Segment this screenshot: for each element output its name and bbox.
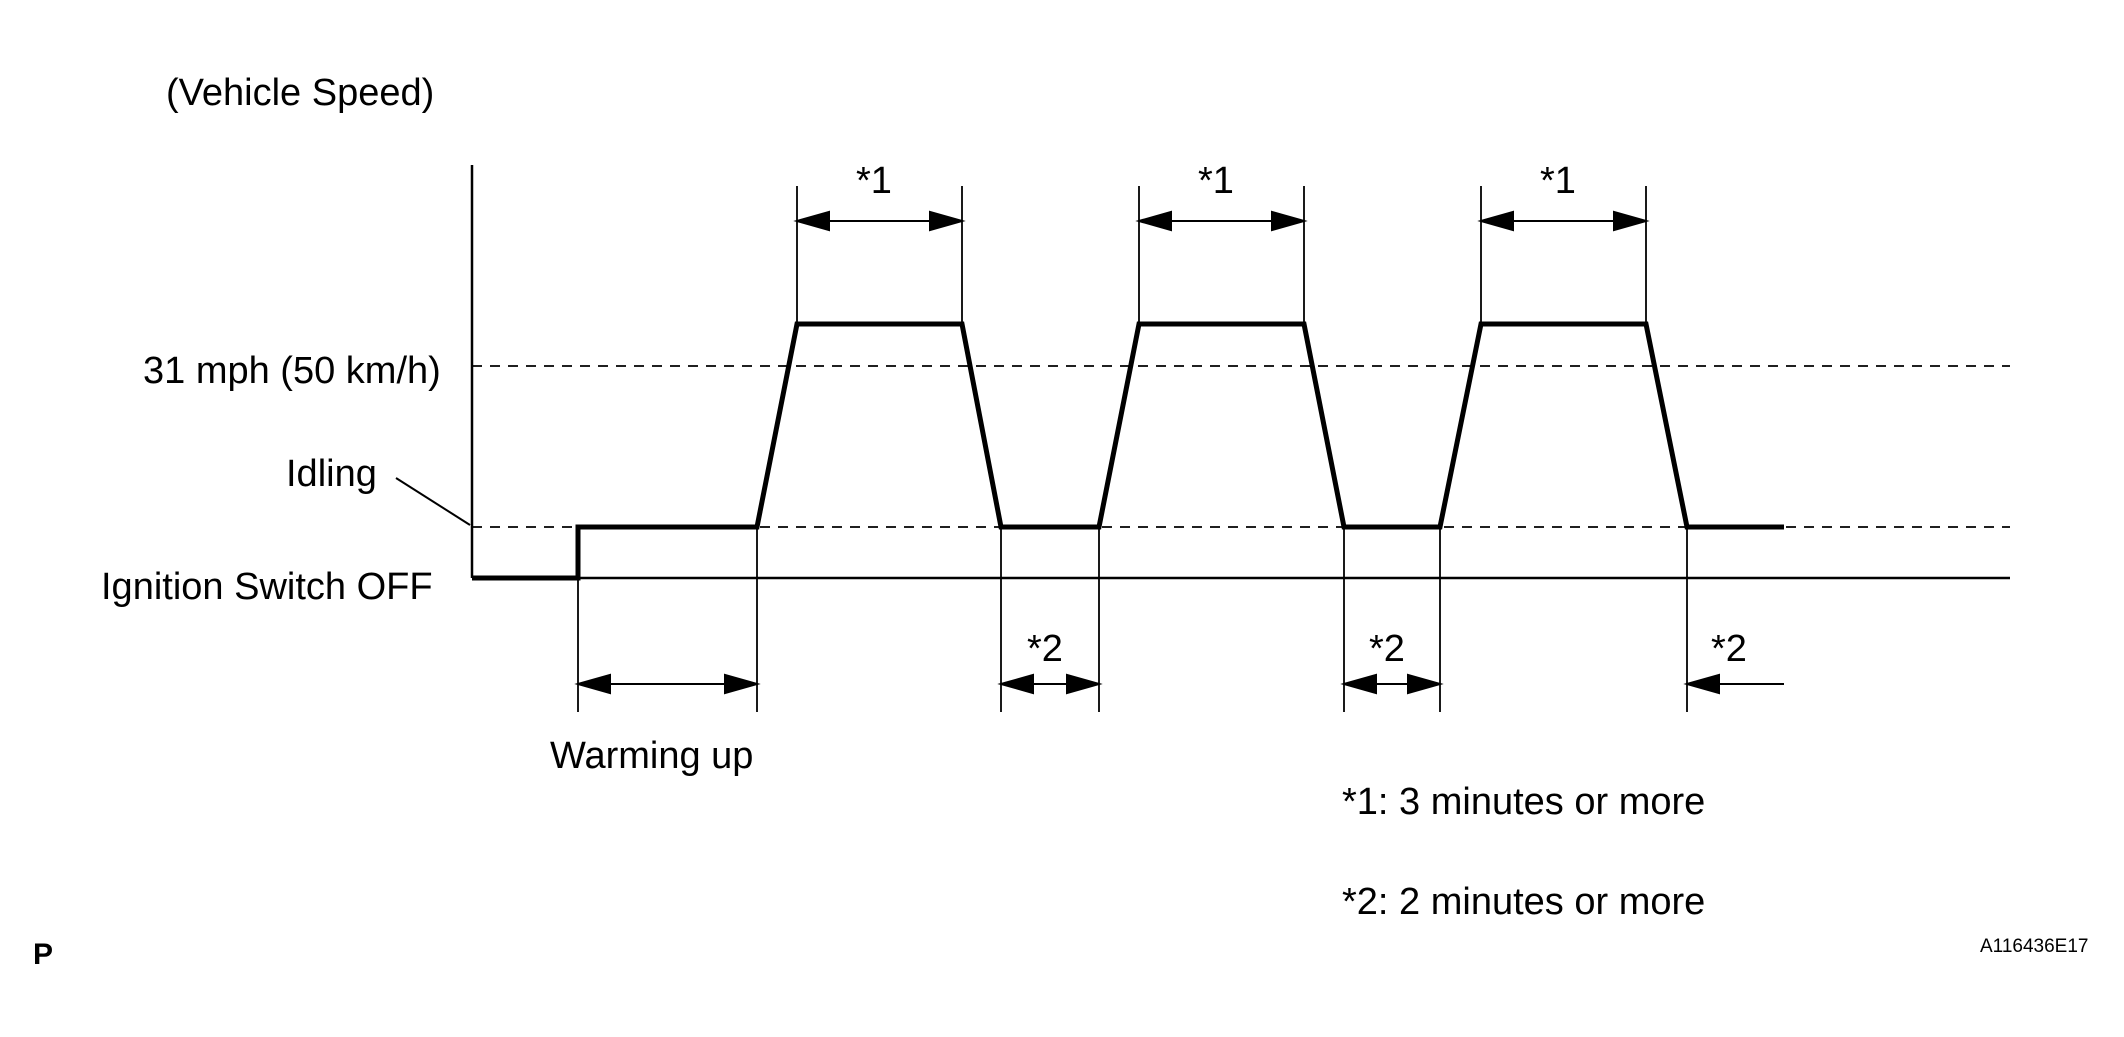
figure-id: A116436E17 [1980, 936, 2089, 957]
warming-up-label: Warming up [550, 735, 754, 777]
extension-lines [577, 186, 1688, 712]
idling-level-label: Idling [286, 453, 377, 495]
drive-marker-1: *1 [856, 160, 892, 202]
idle-marker-1: *2 [1027, 628, 1063, 670]
legend-idle: *2: 2 minutes or more [1342, 881, 1706, 923]
drive-marker-3: *1 [1540, 160, 1576, 202]
corner-letter: P [33, 938, 54, 971]
speed-level-label: 31 mph (50 km/h) [143, 350, 441, 392]
idling-leader-line [395, 477, 471, 526]
vehicle-speed-profile [472, 321, 1784, 581]
drive-marker-2: *1 [1198, 160, 1234, 202]
legend-drive: *1: 3 minutes or more [1342, 781, 1706, 823]
dimension-arrows [574, 210, 1784, 695]
idle-marker-3: *2 [1711, 628, 1747, 670]
ignition-off-label: Ignition Switch OFF [101, 566, 433, 608]
idle-marker-2: *2 [1369, 628, 1405, 670]
y-axis-title: (Vehicle Speed) [166, 72, 435, 114]
